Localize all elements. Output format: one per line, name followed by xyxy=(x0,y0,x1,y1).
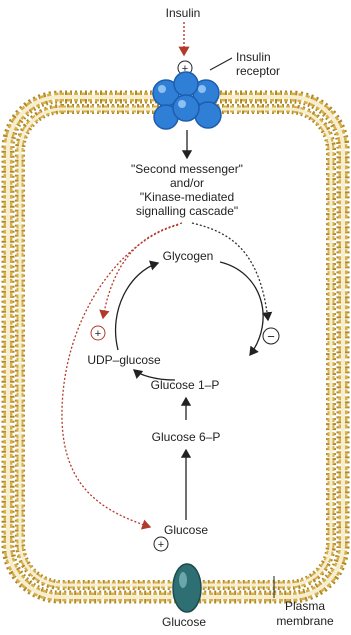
receptor-pointer-line xyxy=(210,58,232,70)
glucose-6p-label: Glucose 6–P xyxy=(152,430,221,444)
svg-text:−: − xyxy=(267,329,275,344)
activation-plus-sign: + xyxy=(91,326,105,340)
transporter-plus-sign: + xyxy=(154,537,168,551)
glucose-inside-label: Glucose xyxy=(164,523,208,537)
udp-glucose-label: UDP–glucose xyxy=(87,353,161,367)
inhibition-minus-sign: − xyxy=(263,328,279,344)
glucose-1p-label: Glucose 1–P xyxy=(151,378,220,392)
glucose-outside-label: Glucose xyxy=(162,615,206,629)
svg-text:+: + xyxy=(158,539,164,551)
plasma-membrane-label-line2: membrane xyxy=(276,614,334,628)
glycogen-label: Glycogen xyxy=(163,249,214,263)
insulin-receptor-icon xyxy=(153,72,221,129)
insulin-label: Insulin xyxy=(166,6,201,20)
second-messenger-line2: and/or xyxy=(170,176,204,190)
glucose-transporter-icon xyxy=(173,564,201,612)
receptor-label-line2: receptor xyxy=(236,64,280,78)
svg-text:+: + xyxy=(95,328,101,340)
receptor-label-line1: Insulin xyxy=(236,50,271,64)
second-messenger-line4: signalling cascade" xyxy=(136,204,238,218)
second-messenger-line3: "Kinase-mediated xyxy=(140,190,234,204)
second-messenger-line1: "Second messenger" xyxy=(131,162,243,176)
plasma-membrane-label-line1: Plasma xyxy=(285,599,325,613)
